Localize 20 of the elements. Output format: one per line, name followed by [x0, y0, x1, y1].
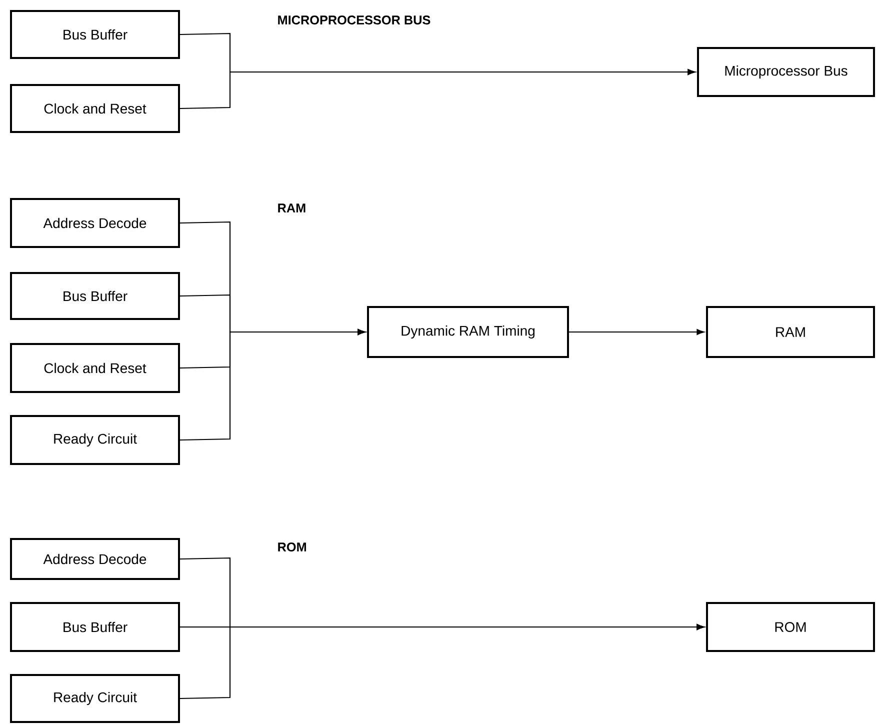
arrow	[569, 329, 704, 335]
arrow	[180, 329, 366, 441]
block-box: Bus Buffer	[10, 602, 180, 652]
block-box: Ready Circuit	[10, 415, 180, 465]
block-box: ROM	[706, 602, 875, 652]
block-box: Clock and Reset	[10, 84, 180, 133]
block-box: Dynamic RAM Timing	[367, 306, 569, 358]
block-box: Microprocessor Bus	[697, 47, 875, 97]
block-box: Address Decode	[10, 538, 180, 580]
arrow	[180, 624, 704, 700]
block-box: Ready Circuit	[10, 674, 180, 723]
block-box: Bus Buffer	[10, 10, 180, 59]
block-box: Bus Buffer	[10, 272, 180, 320]
section-heading: RAM	[278, 204, 306, 212]
block-box: Clock and Reset	[10, 343, 180, 393]
block-box: RAM	[706, 306, 875, 358]
section-heading: ROM	[278, 542, 306, 552]
arrow	[180, 69, 696, 110]
block-box: Address Decode	[10, 198, 180, 248]
section-heading: MICROPROCESSOR BUS	[278, 16, 430, 24]
